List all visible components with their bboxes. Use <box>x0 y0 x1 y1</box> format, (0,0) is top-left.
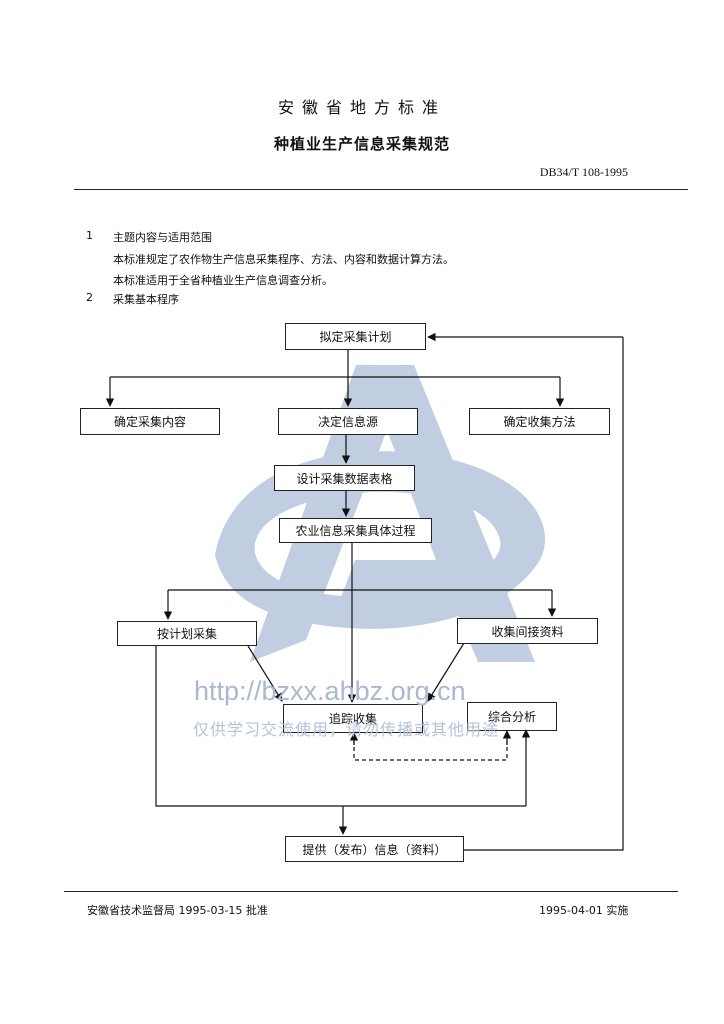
box-plan: 拟定采集计划 <box>285 323 426 350</box>
standard-category-title: 安徽省地方标准 <box>277 98 446 117</box>
watermark-url: http://bzxx.ahbz.org.cn <box>194 676 466 706</box>
box-indirect: 收集间接资料 <box>457 618 598 644</box>
box-provide: 提供（发布）信息（资料） <box>285 836 464 862</box>
section-2-number: 2 <box>86 291 93 304</box>
section-1-paragraph-1: 本标准规定了农作物生产信息采集程序、方法、内容和数据计算方法。 <box>113 253 454 266</box>
box-by-plan: 按计划采集 <box>117 621 257 646</box>
footer-approval: 安徽省技术监督局 1995-03-15 批准 <box>87 904 268 917</box>
section-1-number: 1 <box>86 229 93 242</box>
standard-code: DB34/T 108-1995 <box>539 165 628 179</box>
box-analysis: 综合分析 <box>467 702 557 731</box>
footer-implement: 1995-04-01 实施 <box>539 904 629 917</box>
box-process: 农业信息采集具体过程 <box>279 518 432 543</box>
watermark-note: 仅供学习交流使用，请勿传播或其他用途 <box>193 720 500 739</box>
box-track: 追踪收集 <box>283 704 423 733</box>
section-2-heading: 采集基本程序 <box>113 293 179 306</box>
header-rule <box>74 189 688 190</box>
box-method: 确定收集方法 <box>469 408 610 435</box>
section-1-heading: 主题内容与适用范围 <box>113 231 212 244</box>
standard-title: 种植业生产信息采集规范 <box>273 135 450 153</box>
box-form: 设计采集数据表格 <box>274 465 415 491</box>
footer-rule <box>64 891 678 892</box>
box-content: 确定采集内容 <box>80 408 220 435</box>
box-source: 决定信息源 <box>278 408 418 435</box>
section-1-paragraph-2: 本标准适用于全省种植业生产信息调查分析。 <box>113 274 333 287</box>
